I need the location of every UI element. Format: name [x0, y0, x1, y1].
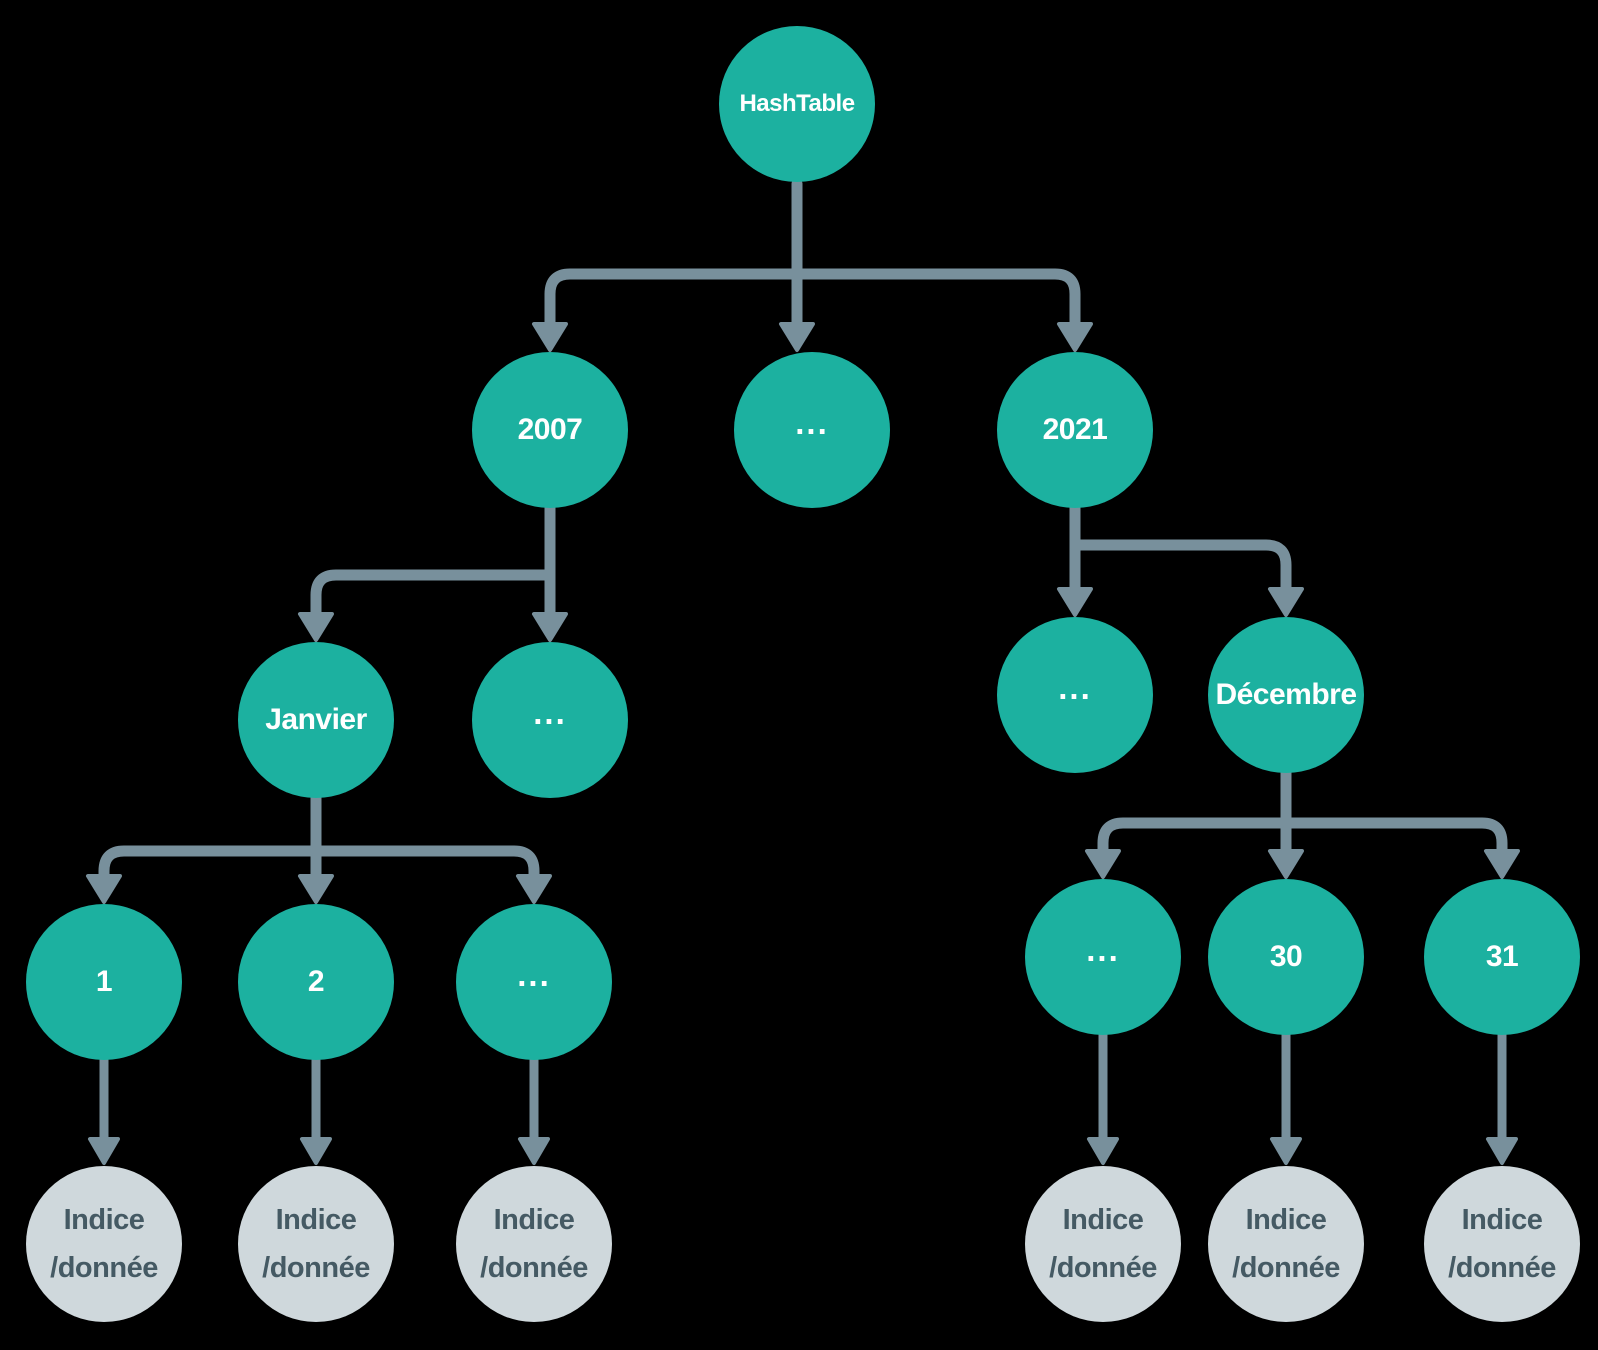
node-leaf-indice-donnee: Indice /donnée [1424, 1166, 1580, 1322]
leaf-line-2: /donnée [1049, 1252, 1157, 1284]
leaf-line-1: Indice [1461, 1204, 1543, 1236]
node-leaf-indice-donnee: Indice /donnée [238, 1166, 394, 1322]
node-leaf-indice-donnee: Indice /donnée [456, 1166, 612, 1322]
node-label: Janvier [265, 703, 367, 736]
node-month-decembre: Décembre [1208, 617, 1364, 773]
node-label: ... [517, 956, 551, 993]
node-month-ellipsis-2007: ... [472, 642, 628, 798]
node-label: 31 [1485, 940, 1519, 973]
node-day-2: 2 [238, 904, 394, 1060]
leaf-line-1: Indice [1245, 1204, 1327, 1236]
node-label: Décembre [1215, 678, 1357, 711]
node-label: 2021 [1042, 413, 1108, 446]
node-day-31: 31 [1424, 879, 1580, 1035]
leaf-line-1: Indice [275, 1204, 357, 1236]
node-day-ellipsis-decembre: ... [1025, 879, 1181, 1035]
node-day-ellipsis-janvier: ... [456, 904, 612, 1060]
node-year-ellipsis: ... [734, 352, 890, 508]
node-year-2021: 2021 [997, 352, 1153, 508]
node-leaf-indice-donnee: Indice /donnée [1208, 1166, 1364, 1322]
node-label: ... [533, 694, 567, 731]
leaf-line-2: /donnée [262, 1252, 370, 1284]
node-leaf-indice-donnee: Indice /donnée [26, 1166, 182, 1322]
leaf-line-1: Indice [493, 1204, 575, 1236]
node-label: 30 [1269, 940, 1303, 973]
node-label: ... [1058, 669, 1092, 706]
leaf-line-1: Indice [1062, 1204, 1144, 1236]
node-label: ... [1086, 931, 1120, 968]
leaf-line-2: /donnée [50, 1252, 158, 1284]
node-label: 2007 [517, 413, 583, 446]
node-label: HashTable [739, 90, 855, 117]
node-month-janvier: Janvier [238, 642, 394, 798]
node-label: 1 [95, 965, 113, 998]
node-month-ellipsis-2021: ... [997, 617, 1153, 773]
leaf-line-2: /donnée [480, 1252, 588, 1284]
node-label: 2 [307, 965, 325, 998]
node-year-2007: 2007 [472, 352, 628, 508]
node-label: ... [795, 404, 829, 441]
node-day-30: 30 [1208, 879, 1364, 1035]
leaf-line-2: /donnée [1232, 1252, 1340, 1284]
node-hashtable: HashTable [719, 26, 875, 182]
leaf-line-2: /donnée [1448, 1252, 1556, 1284]
node-day-1: 1 [26, 904, 182, 1060]
leaf-line-1: Indice [63, 1204, 145, 1236]
node-leaf-indice-donnee: Indice /donnée [1025, 1166, 1181, 1322]
